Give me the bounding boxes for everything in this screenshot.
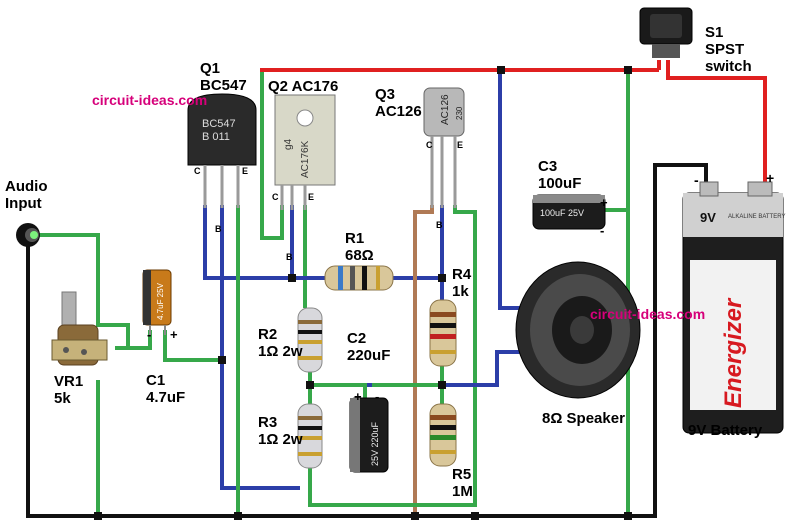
wire-speaker-positive — [498, 70, 530, 310]
q2-pin-c: C — [272, 192, 279, 202]
c3-marking: 100uF 25V — [540, 208, 585, 218]
wire-q2-collector — [260, 72, 284, 240]
battery-alkaline-marking: ALKALINE BATTERY — [728, 214, 786, 220]
q3-marking: AC126 — [440, 94, 451, 125]
battery-voltage-marking: 9V — [700, 210, 716, 225]
label-q2: Q2 AC176 — [268, 78, 339, 95]
label-speaker: 8Ω Speaker — [542, 410, 625, 427]
label-r1: R1 68Ω — [345, 230, 374, 264]
watermark-right: circuit-ideas.com — [590, 306, 706, 322]
resistor-r4 — [429, 299, 457, 367]
label-c1: C1 4.7uF — [146, 372, 186, 406]
wire-ground-rail — [26, 163, 708, 518]
resistor-r3 — [297, 403, 323, 469]
c1-minus: - — [147, 327, 152, 342]
wire-q1-collector — [203, 205, 292, 280]
label-r2: R2 1Ω 2w — [258, 326, 303, 360]
q2-pin-b: B — [286, 252, 293, 262]
c2-plus: + — [354, 389, 362, 404]
label-vr1: VR1 5k — [54, 373, 84, 407]
label-q1: Q1 BC547 — [200, 60, 247, 94]
battery-icon — [682, 181, 784, 434]
c2-minus: - — [375, 389, 380, 404]
label-audio-input: Audio Input — [5, 178, 48, 212]
label-c2: C2 220uF — [347, 330, 391, 364]
q1-pin-c: C — [194, 166, 201, 176]
speaker-icon — [515, 261, 641, 399]
resistor-r1 — [324, 265, 394, 291]
label-r3: R3 1Ω 2w — [258, 414, 303, 448]
battery-brand: Energizer — [720, 298, 747, 408]
wire-q3-collector — [413, 205, 434, 516]
q2-code: g4 — [283, 138, 294, 150]
battery-plus: + — [766, 170, 775, 186]
label-c3: C3 100uF — [538, 158, 582, 192]
capacitor-c3 — [532, 194, 606, 230]
q1-pin-b: B — [215, 224, 222, 234]
capacitor-c2 — [349, 397, 389, 473]
label-r5: R5 1M — [452, 466, 473, 500]
resistor-r2 — [297, 307, 323, 373]
label-battery: 9V Battery — [688, 422, 763, 439]
q1-pin-e: E — [242, 166, 249, 176]
watermark-left: circuit-ideas.com — [92, 92, 208, 108]
q3-pin-b: B — [436, 220, 443, 230]
transistor-q1 — [187, 93, 257, 208]
audio-jack-icon — [16, 223, 40, 247]
switch-s1 — [639, 7, 693, 58]
wire-c2-left — [310, 383, 367, 398]
battery-minus: - — [694, 172, 699, 188]
c1-marking: 4.7uF 25V — [156, 283, 165, 320]
q3-pin-c: C — [426, 140, 433, 150]
c2-marking: 25V 220uF — [370, 421, 380, 466]
label-s1: S1 SPST switch — [705, 24, 752, 75]
q1-marking: BC547 B 011 — [202, 118, 236, 143]
c3-minus: - — [600, 223, 605, 238]
wire-q3-emitter — [308, 205, 477, 507]
q3-pin-e: E — [457, 140, 464, 150]
wire-vr1-to-c1 — [115, 330, 152, 350]
transistor-q2 — [274, 94, 336, 210]
junction-dots — [94, 66, 632, 520]
wire-positive-rail — [260, 68, 659, 72]
label-r4: R4 1k — [452, 266, 472, 300]
transistor-q3 — [423, 87, 465, 208]
wire-q1-base — [220, 205, 300, 490]
q2-pin-e: E — [308, 192, 315, 202]
wire-audio-input — [38, 233, 130, 350]
wire-switch-to-battery — [666, 60, 767, 190]
q3-code: 230 — [455, 106, 464, 120]
q2-marking: AC176K — [300, 140, 311, 178]
c3-plus: + — [600, 195, 608, 210]
wire-c1-to-base — [163, 330, 222, 362]
potentiometer-vr1 — [51, 291, 108, 366]
c1-plus: + — [170, 327, 178, 342]
capacitor-c1 — [142, 269, 172, 335]
label-q3: Q3 AC126 — [375, 86, 422, 120]
resistor-r5 — [429, 403, 457, 467]
